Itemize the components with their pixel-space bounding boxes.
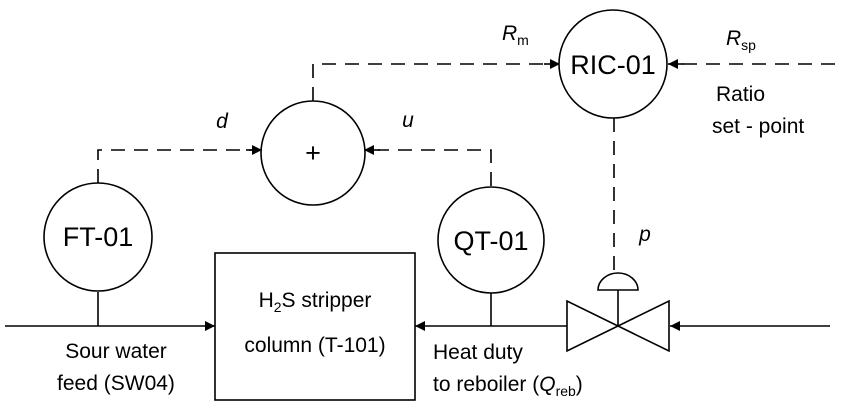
valve-body-left	[566, 299, 620, 353]
ric-01-label: RIC-01	[570, 50, 656, 80]
valve-actuator	[597, 272, 639, 291]
column-label-line1: H2S stripper	[259, 289, 372, 315]
control-valve	[566, 272, 670, 353]
heat-label-line2: to reboiler (Qreb)	[433, 373, 583, 399]
ric-01-bubble: RIC-01	[558, 9, 668, 119]
d-signal-line	[97, 149, 260, 183]
stripper-column-box	[214, 252, 416, 401]
rm-signal-line	[312, 63, 548, 101]
ft-01-bubble: FT-01	[43, 182, 153, 292]
p-label: p	[638, 223, 651, 246]
setpoint-line1: Ratio	[716, 83, 765, 106]
d-label: d	[216, 110, 229, 133]
summer-label: +	[305, 138, 321, 168]
rsp-label: Rsp	[726, 27, 756, 53]
feed-label-line1: Sour water	[65, 340, 167, 363]
valve-body-right	[616, 299, 670, 353]
ft-01-label: FT-01	[63, 222, 134, 252]
signal-lines	[97, 59, 835, 270]
u-label: u	[402, 109, 414, 132]
process-lines	[5, 290, 830, 331]
qt-01-label: QT-01	[453, 226, 528, 256]
heat-label-line1: Heat duty	[433, 341, 523, 364]
setpoint-line2: set - point	[712, 115, 804, 138]
feed-label-line2: feed (SW04)	[57, 372, 175, 395]
column-label-line2: column (T-101)	[244, 334, 385, 357]
qt-01-bubble: QT-01	[437, 186, 545, 294]
u-signal-line	[378, 149, 492, 186]
qt-01-circle	[437, 186, 545, 294]
ric-01-circle	[558, 9, 668, 119]
ft-01-circle	[43, 182, 153, 292]
summer-bubble: +	[260, 100, 366, 206]
rm-label: Rm	[502, 22, 529, 48]
summer-circle	[260, 100, 366, 206]
